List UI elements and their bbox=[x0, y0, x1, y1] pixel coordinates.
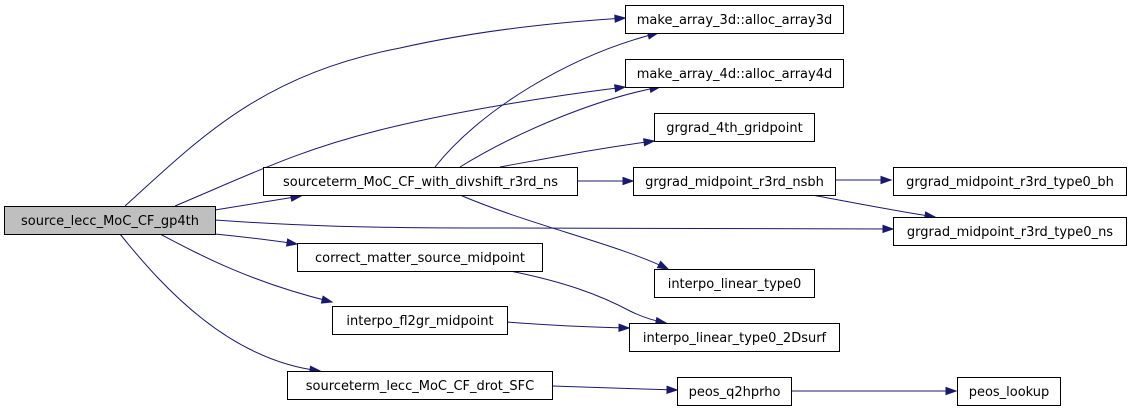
node-box bbox=[957, 377, 1061, 406]
node-label: peos_lookup bbox=[969, 385, 1050, 400]
edges bbox=[119, 14, 958, 396]
arrowhead-icon bbox=[643, 138, 656, 147]
node-grgrad-ns[interactable]: grgrad_midpoint_r3rd_type0_ns bbox=[893, 217, 1127, 246]
node-label: grgrad_midpoint_r3rd_type0_bh bbox=[906, 175, 1114, 190]
edge-line bbox=[214, 233, 298, 245]
edge-source_lecc-to-grgrad_ns bbox=[214, 219, 895, 234]
node-label: interpo_fl2gr_midpoint bbox=[346, 314, 493, 329]
edge-sourceterm_drot-to-peos_q2hprho bbox=[551, 385, 679, 394]
edge-peos_q2hprho-to-peos_lookup bbox=[791, 386, 958, 396]
edge-source_lecc-to-interpo_fl2gr bbox=[159, 233, 334, 304]
node-peos-q2hprho[interactable]: peos_q2hprho bbox=[677, 377, 792, 406]
node-box bbox=[263, 167, 578, 196]
edge-line bbox=[174, 86, 626, 207]
edge-line bbox=[214, 195, 302, 211]
edge-grgrad_nsbh-to-grgrad_bh bbox=[835, 175, 893, 185]
node-box bbox=[297, 243, 543, 272]
node-grgrad-bh[interactable]: grgrad_midpoint_r3rd_type0_bh bbox=[893, 167, 1127, 196]
edge-line bbox=[506, 321, 630, 329]
edge-line bbox=[124, 17, 626, 207]
node-label: make_array_4d::alloc_array4d bbox=[637, 67, 832, 82]
edge-sourceterm_divshift-to-alloc4d bbox=[459, 84, 662, 168]
arrowhead-icon bbox=[614, 14, 627, 23]
node-label: sourceterm_MoC_CF_with_divshift_r3rd_ns bbox=[283, 175, 558, 190]
node-box bbox=[893, 217, 1127, 246]
arrowhead-icon bbox=[666, 385, 679, 394]
node-sourceterm-drot[interactable]: sourceterm_lecc_MoC_CF_drot_SFC bbox=[287, 371, 553, 400]
node-box bbox=[625, 59, 844, 88]
node-label: grgrad_midpoint_r3rd_type0_ns bbox=[907, 225, 1113, 240]
arrowhead-icon bbox=[622, 176, 635, 186]
node-box bbox=[893, 167, 1127, 196]
edge-line bbox=[459, 86, 661, 168]
arrowhead-icon bbox=[880, 175, 893, 185]
node-interpo-2dsurf[interactable]: interpo_linear_type0_2Dsurf bbox=[629, 323, 840, 352]
node-label: grgrad_midpoint_r3rd_nsbh bbox=[645, 175, 824, 190]
node-alloc4d[interactable]: make_array_4d::alloc_array4d bbox=[625, 59, 844, 88]
arrowhead-icon bbox=[320, 295, 334, 304]
edge-line bbox=[499, 140, 655, 168]
edge-correct_matter-to-interpo_2dsurf bbox=[509, 270, 668, 326]
edge-source_lecc-to-alloc3d bbox=[124, 14, 627, 207]
node-source-lecc[interactable]: source_lecc_MoC_CF_gp4th bbox=[4, 206, 216, 235]
edge-line bbox=[811, 194, 936, 218]
node-grgrad4th[interactable]: grgrad_4th_gridpoint bbox=[654, 113, 815, 142]
arrowhead-icon bbox=[882, 224, 895, 234]
node-box bbox=[677, 377, 792, 406]
node-box bbox=[332, 306, 508, 335]
edge-line bbox=[551, 385, 678, 391]
arrowhead-icon bbox=[618, 323, 631, 332]
node-box bbox=[633, 167, 836, 196]
edge-line bbox=[159, 233, 333, 303]
node-box bbox=[654, 269, 815, 298]
edge-source_lecc-to-sourceterm_divshift bbox=[214, 193, 303, 211]
nodes: source_lecc_MoC_CF_gp4th make_array_3d::a… bbox=[4, 5, 1127, 406]
node-peos-lookup[interactable]: peos_lookup bbox=[957, 377, 1061, 406]
edge-sourceterm_divshift-to-grgrad4th bbox=[499, 138, 656, 168]
edge-sourceterm_divshift-to-interpo_type0 bbox=[459, 194, 670, 270]
edge-source_lecc-to-alloc4d bbox=[174, 84, 627, 207]
node-grgrad-nsbh[interactable]: grgrad_midpoint_r3rd_nsbh bbox=[633, 167, 836, 196]
arrowhead-icon bbox=[614, 84, 627, 93]
node-box bbox=[629, 323, 840, 352]
node-label: source_lecc_MoC_CF_gp4th bbox=[21, 214, 199, 229]
node-box bbox=[625, 5, 844, 34]
node-interpo-fl2gr[interactable]: interpo_fl2gr_midpoint bbox=[332, 306, 508, 335]
node-label: sourceterm_lecc_MoC_CF_drot_SFC bbox=[306, 379, 534, 394]
edge-line bbox=[214, 219, 894, 230]
node-box bbox=[654, 113, 815, 142]
arrowhead-icon bbox=[656, 260, 670, 270]
edge-line bbox=[459, 194, 669, 270]
node-label: make_array_3d::alloc_array3d bbox=[637, 13, 832, 28]
node-label: peos_q2hprho bbox=[689, 385, 781, 400]
node-label: correct_matter_source_midpoint bbox=[315, 251, 525, 266]
edge-source_lecc-to-sourceterm_drot bbox=[119, 233, 322, 374]
edge-line bbox=[434, 32, 659, 168]
edge-sourceterm_divshift-to-grgrad_nsbh bbox=[576, 176, 635, 186]
edge-grgrad_nsbh-to-grgrad_ns bbox=[811, 194, 937, 220]
edge-source_lecc-to-correct_matter bbox=[214, 233, 299, 247]
node-box bbox=[4, 206, 216, 235]
edge-interpo_fl2gr-to-interpo_2dsurf bbox=[506, 321, 631, 332]
edge-line bbox=[509, 270, 667, 324]
node-alloc3d[interactable]: make_array_3d::alloc_array3d bbox=[625, 5, 844, 34]
node-label: interpo_linear_type0 bbox=[668, 277, 802, 292]
node-box bbox=[287, 371, 553, 400]
edge-sourceterm_divshift-to-alloc3d bbox=[434, 31, 660, 168]
arrowhead-icon bbox=[285, 238, 299, 247]
arrowhead-icon bbox=[945, 386, 958, 396]
node-sourceterm-divshift[interactable]: sourceterm_MoC_CF_with_divshift_r3rd_ns bbox=[263, 167, 578, 196]
edge-line bbox=[119, 233, 321, 372]
node-correct-matter[interactable]: correct_matter_source_midpoint bbox=[297, 243, 543, 272]
node-label: grgrad_4th_gridpoint bbox=[666, 121, 802, 136]
node-interpo-type0[interactable]: interpo_linear_type0 bbox=[654, 269, 815, 298]
node-label: interpo_linear_type0_2Dsurf bbox=[643, 331, 827, 346]
